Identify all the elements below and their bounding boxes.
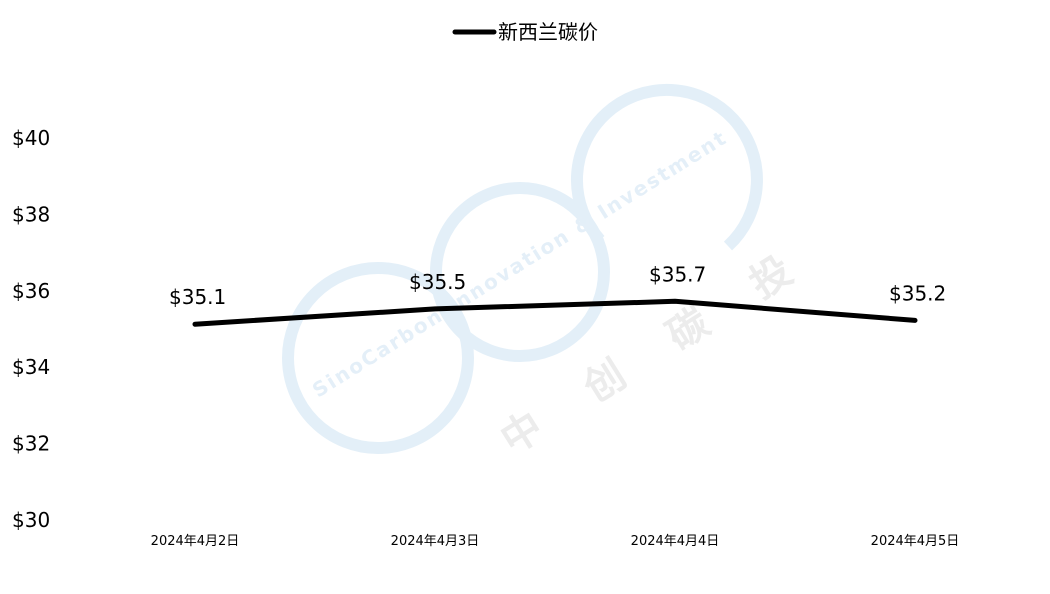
y-tick-label: $38 — [12, 202, 50, 226]
watermark-logo: SinoCarbon Innovation & Investment 中 创 碳… — [282, 83, 819, 463]
series-line — [192, 298, 918, 327]
y-tick-label: $36 — [12, 279, 50, 303]
x-tick-label: 2024年4月3日 — [391, 534, 480, 549]
data-label: $35.2 — [889, 281, 946, 305]
y-tick-label: $32 — [12, 432, 50, 456]
watermark-ring-middle — [430, 182, 610, 362]
x-tick-label: 2024年4月2日 — [151, 534, 240, 549]
x-tick-label: 2024年4月4日 — [631, 534, 720, 549]
watermark-ring-left — [282, 262, 474, 454]
watermark-ring-right — [571, 83, 763, 251]
legend-label: 新西兰碳价 — [498, 20, 598, 44]
y-axis: $30 $32 $34 $36 $38 $40 — [12, 126, 50, 532]
legend: 新西兰碳价 — [452, 20, 598, 44]
y-tick-label: $34 — [12, 355, 50, 379]
x-tick-label: 2024年4月5日 — [871, 534, 960, 549]
data-label: $35.5 — [409, 270, 466, 294]
data-label: $35.1 — [169, 285, 226, 309]
plot-area: $35.1 $35.5 $35.7 $35.2 — [169, 262, 946, 327]
y-tick-label: $30 — [12, 508, 50, 532]
x-axis: 2024年4月2日 2024年4月3日 2024年4月4日 2024年4月5日 — [151, 534, 960, 549]
y-tick-label: $40 — [12, 126, 50, 150]
data-label: $35.7 — [649, 262, 706, 286]
